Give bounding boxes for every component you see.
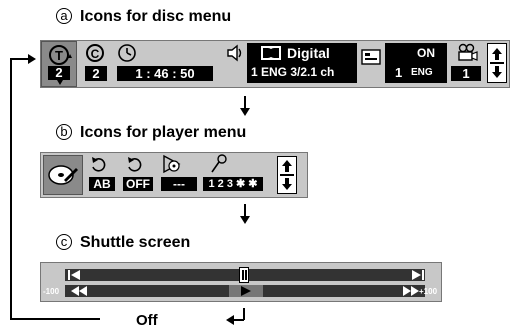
- subtitle-lang: ENG: [411, 67, 433, 78]
- bookmark-value[interactable]: 1 2 3 ✱ ✱: [203, 177, 263, 191]
- title-icon: T: [49, 45, 72, 65]
- up-down-arrow-icon: [490, 48, 504, 78]
- marker-value[interactable]: ---: [161, 177, 197, 191]
- svg-text:T: T: [55, 48, 63, 63]
- loop-line-bottom: [10, 318, 100, 320]
- clock-icon: [118, 44, 136, 62]
- skip-forward-icon[interactable]: [411, 270, 425, 280]
- repeat-icon: [128, 157, 142, 172]
- camera-icon: [458, 43, 478, 61]
- pause-icon[interactable]: [239, 267, 249, 283]
- audio-block[interactable]: Digital 1 ENG 3/2.1 ch: [247, 43, 357, 83]
- flow-arrow-2: [240, 204, 250, 224]
- play-slot[interactable]: [229, 285, 263, 297]
- rewind-icon[interactable]: [71, 286, 87, 296]
- time-value[interactable]: 1 : 46 : 50: [117, 66, 213, 81]
- angle-value[interactable]: 1: [451, 66, 481, 81]
- subtitle-icon: [361, 49, 381, 65]
- disc-player-icon: [48, 165, 78, 185]
- section-c-marker: c: [56, 234, 72, 250]
- chevron-down-icon: [57, 80, 63, 85]
- up-down-arrow-icon: [280, 160, 294, 190]
- section-c-title: Shuttle screen: [80, 234, 191, 251]
- shuttle-left-label: -100: [43, 287, 60, 296]
- repeat-mode-value[interactable]: OFF: [123, 177, 153, 191]
- speaker-icon: [227, 44, 242, 62]
- marker-icon: [163, 154, 181, 174]
- subtitle-value: 1: [395, 65, 403, 80]
- chapter-icon: C: [86, 44, 104, 62]
- up-down-button[interactable]: [487, 43, 507, 83]
- section-b-marker: b: [56, 124, 72, 140]
- fast-forward-icon[interactable]: [403, 286, 419, 296]
- play-icon: [241, 286, 251, 296]
- pin-icon: [211, 154, 227, 173]
- section-a-title: Icons for disc menu: [80, 8, 232, 25]
- flow-arrow-1: [240, 96, 250, 116]
- loop-line-vertical: [10, 58, 12, 320]
- title-value: 2: [48, 66, 70, 80]
- section-a-marker: a: [56, 8, 72, 24]
- loop-line-top: [10, 58, 32, 60]
- title-slot[interactable]: T 2: [41, 41, 77, 87]
- chapter-value[interactable]: 2: [85, 66, 107, 81]
- subtitle-on: ON: [417, 46, 435, 60]
- repeat-ab-value[interactable]: AB: [89, 177, 115, 191]
- up-down-button-player[interactable]: [277, 156, 297, 194]
- disc-menu-panel: T 2 C 2 1 : 46 : 50 Digital 1 ENG 3/2.1 …: [40, 40, 510, 88]
- dolby-icon: [261, 46, 281, 60]
- disc-icon-slot[interactable]: [43, 155, 83, 195]
- repeat-ab-icon: [92, 157, 106, 172]
- shuttle-panel: -100 +100: [40, 262, 442, 302]
- off-label: Off: [136, 312, 158, 329]
- return-arrow-icon: [226, 308, 245, 325]
- skip-back-icon[interactable]: [67, 270, 81, 280]
- svg-text:C: C: [91, 47, 100, 61]
- audio-format: Digital: [287, 45, 330, 61]
- subtitle-block[interactable]: ON 1 ENG: [385, 43, 447, 83]
- player-menu-panel: AB OFF --- 1 2 3 ✱ ✱: [40, 152, 308, 198]
- loop-arrow-head: [28, 54, 36, 64]
- shuttle-right-label: +100: [419, 287, 438, 296]
- audio-detail: 1 ENG 3/2.1 ch: [251, 65, 335, 79]
- section-b-title: Icons for player menu: [80, 124, 247, 141]
